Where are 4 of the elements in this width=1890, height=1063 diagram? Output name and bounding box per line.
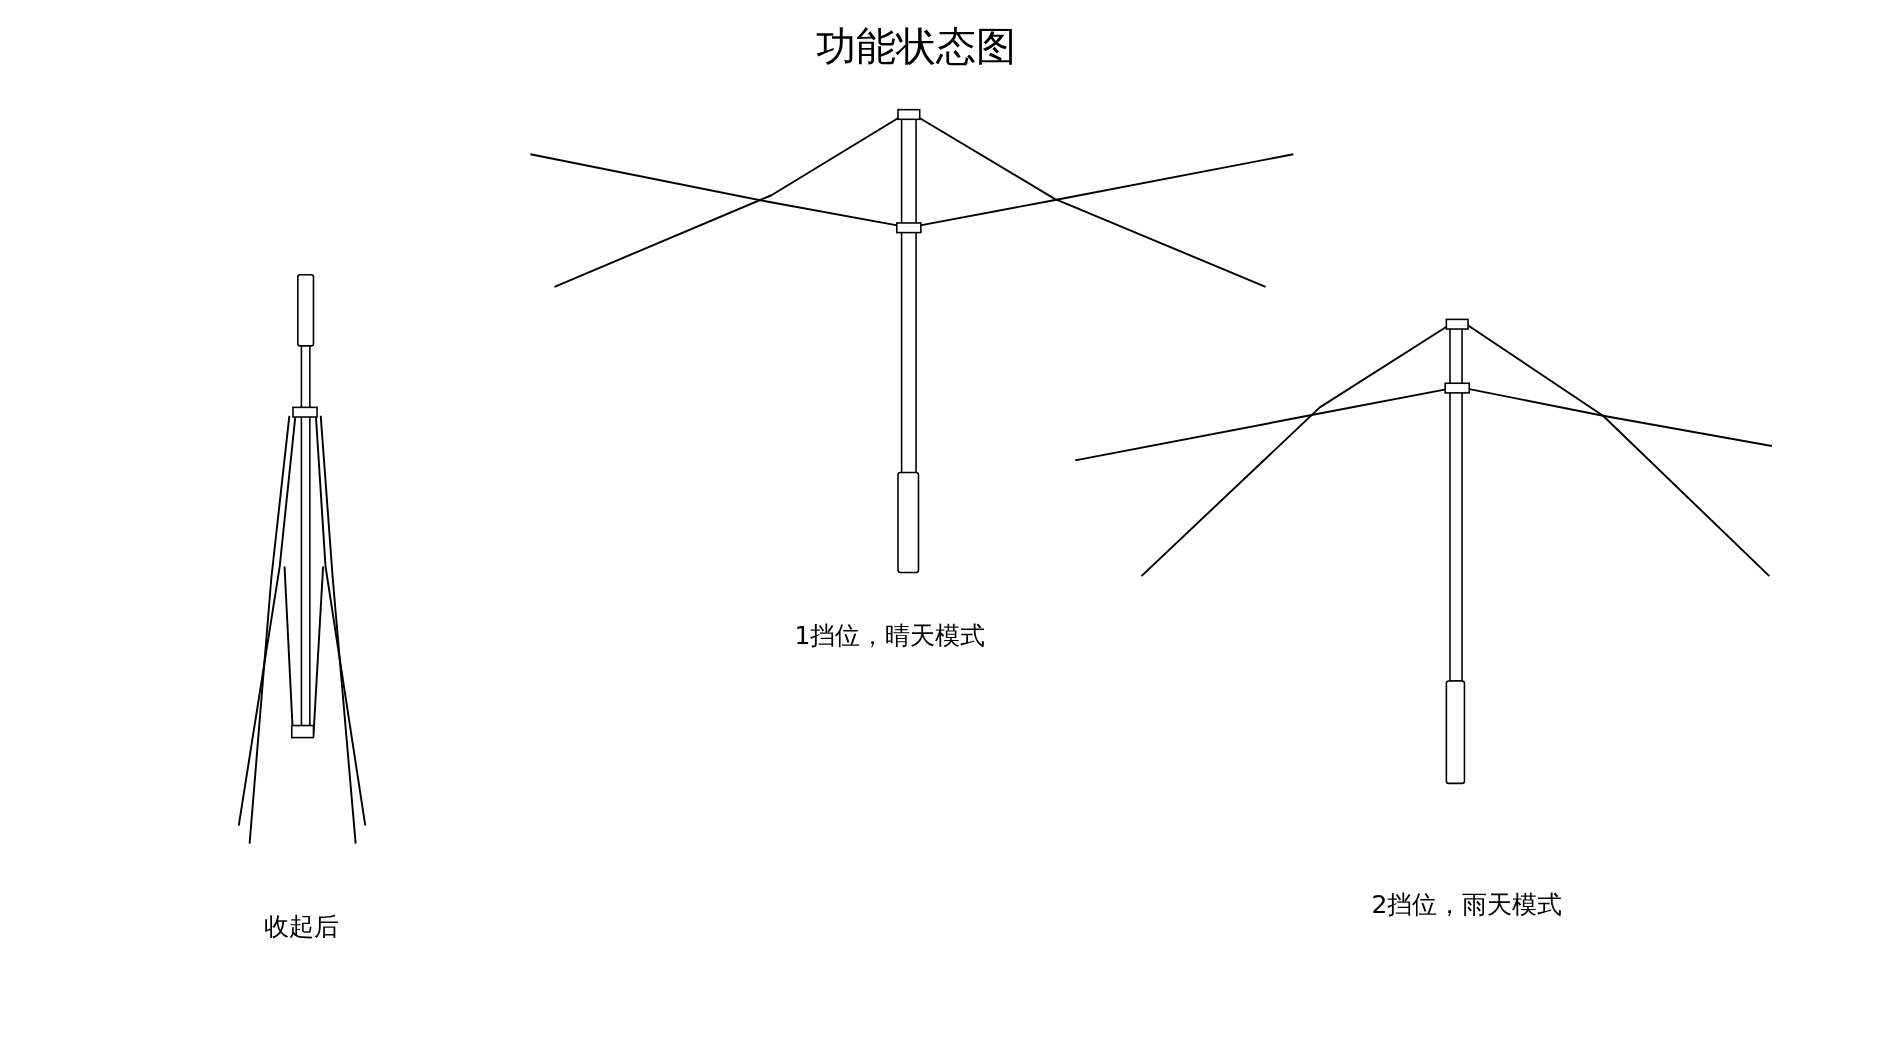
- diagram-title: 功能状态图: [816, 21, 1016, 71]
- state-caption: 1挡位，晴天模式: [794, 619, 986, 652]
- state-caption: 2挡位，雨天模式: [1371, 888, 1563, 921]
- state-caption: 收起后: [263, 910, 339, 943]
